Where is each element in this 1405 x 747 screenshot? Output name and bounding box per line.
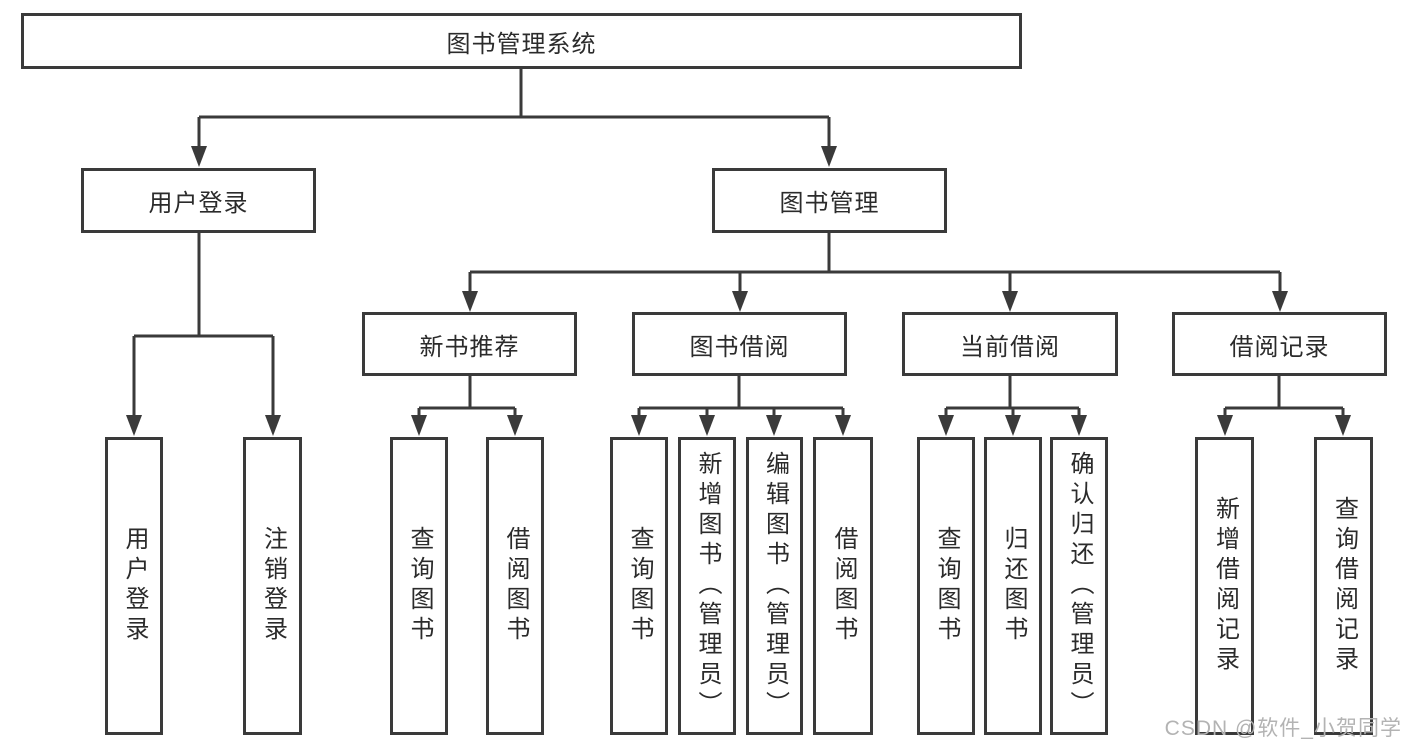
leaf-return-books: 归还图书 [984,437,1042,735]
node-label: 图书管理系统 [446,30,597,58]
leaf-label: 编辑图书（管理员） [761,451,789,721]
leaf-label: 新增借阅记录 [1211,496,1239,676]
leaf-label: 查询借阅记录 [1330,496,1358,676]
node-current-borrowing: 当前借阅 [902,312,1118,376]
leaf-label: 归还图书 [1000,526,1027,646]
node-label: 新书推荐 [419,333,520,361]
node-library-management-system: 图书管理系统 [21,13,1022,69]
leaf-logout: 注销登录 [243,437,302,735]
node-book-borrowing: 图书借阅 [632,312,847,376]
leaf-label: 新增图书（管理员） [694,451,721,721]
leaf-query-books-current: 查询图书 [917,437,975,735]
leaf-edit-books-admin: 编辑图书（管理员） [746,437,803,735]
leaf-label: 查询图书 [626,526,653,646]
node-new-book-recommendation: 新书推荐 [362,312,577,376]
leaf-borrow-books-recommendation: 借阅图书 [486,437,544,735]
leaf-label: 查询图书 [933,526,960,646]
leaf-label: 查询图书 [406,526,433,646]
csdn-watermark: CSDN @软件_小贺同学 [1164,717,1402,740]
leaf-borrow-books-borrowing: 借阅图书 [813,437,873,735]
node-label: 借阅记录 [1229,333,1330,361]
node-borrow-records: 借阅记录 [1172,312,1387,376]
node-label: 图书管理 [779,190,880,217]
leaf-query-books-borrowing: 查询图书 [610,437,668,735]
leaf-user-login: 用户登录 [105,437,163,735]
node-label: 图书借阅 [689,333,790,361]
leaf-query-books-recommendation: 查询图书 [390,437,448,735]
leaf-query-borrow-record: 查询借阅记录 [1314,437,1373,735]
leaf-label: 用户登录 [121,526,148,646]
leaf-label: 借阅图书 [502,526,529,646]
leaf-label: 注销登录 [259,526,287,646]
node-label: 当前借阅 [960,333,1060,361]
leaf-add-books-admin: 新增图书（管理员） [678,437,736,735]
node-label: 用户登录 [148,190,249,217]
arrowheads [126,146,1351,436]
node-user-login: 用户登录 [81,168,316,233]
node-book-management: 图书管理 [712,168,947,233]
leaf-label: 借阅图书 [830,526,857,646]
leaf-add-borrow-record: 新增借阅记录 [1195,437,1254,735]
leaf-label: 确认归还（管理员） [1066,451,1093,721]
leaf-confirm-return-admin: 确认归还（管理员） [1050,437,1108,735]
